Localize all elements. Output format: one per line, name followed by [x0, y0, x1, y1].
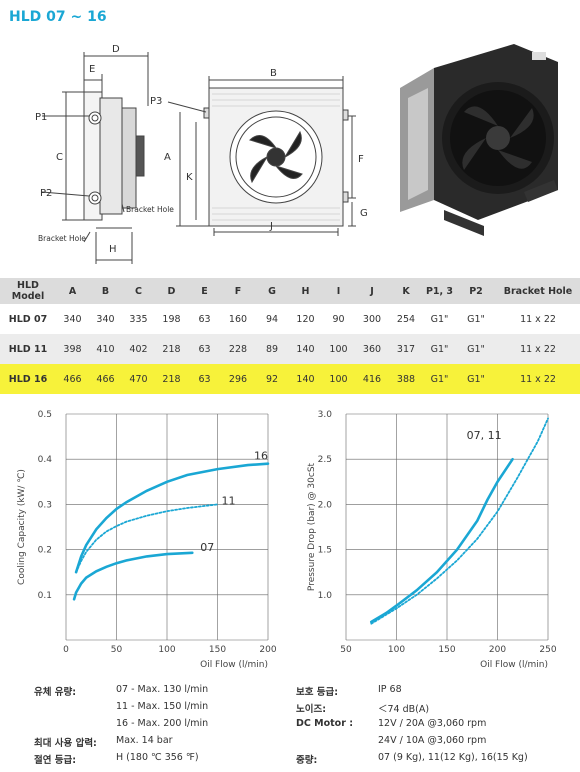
- y-tick-label: 0.3: [38, 500, 52, 510]
- series-line-11: [75, 503, 219, 574]
- column-header: G: [255, 278, 289, 304]
- series-label: 07: [200, 541, 214, 554]
- column-header: Bracket Hole: [496, 278, 580, 304]
- dimension-drawing: D E B P3 P1 C A K F P2 G J H Bracket Hol…: [35, 44, 368, 264]
- spec-value: Max. 14 bar: [116, 735, 173, 746]
- dim-e-label: E: [89, 64, 95, 75]
- series-label: 11: [222, 494, 236, 507]
- bracket-hole-label: Bracket Hole: [38, 234, 86, 243]
- column-header: H: [289, 278, 322, 304]
- column-header: P2: [456, 278, 496, 304]
- spec-label: 유체 유량:: [34, 687, 77, 698]
- dim-f-label: F: [358, 154, 364, 165]
- dim-j-label: J: [269, 221, 273, 232]
- x-axis-label: Oil Flow (l/min): [200, 660, 268, 670]
- x-tick-label: 50: [111, 645, 123, 655]
- spec-value: 12V / 20A @3,060 rpm: [378, 718, 487, 729]
- series-line-07: [72, 551, 194, 601]
- spec-label: 최대 사용 압력:: [34, 738, 97, 749]
- dim-d-label: D: [112, 44, 120, 55]
- dim-p3-label: P3: [150, 96, 162, 107]
- y-tick-label: 1.5: [318, 546, 332, 556]
- y-tick-label: 0.5: [38, 410, 52, 420]
- spec-label: DC Motor :: [296, 718, 354, 729]
- spec-value: ＜74 dB(A): [378, 704, 430, 715]
- spec-value: 07 (9 Kg), 11(12 Kg), 16(15 Kg): [378, 752, 528, 763]
- spec-value: 24V / 10A @3,060 rpm: [378, 735, 487, 746]
- dim-h-label: H: [109, 244, 117, 255]
- x-tick-label: 150: [209, 645, 226, 655]
- product-photo: [400, 44, 558, 236]
- column-header: D: [155, 278, 188, 304]
- x-tick-label: 50: [340, 645, 352, 655]
- series-line-07-11: [370, 457, 514, 624]
- dim-g-label: G: [360, 208, 368, 219]
- spec-value: IP 68: [378, 684, 402, 695]
- x-tick-label: 200: [489, 645, 506, 655]
- x-tick-label: 150: [438, 645, 455, 655]
- column-header: C: [122, 278, 155, 304]
- y-tick-label: 0.1: [38, 591, 52, 601]
- x-axis-label: Oil Flow (l/min): [480, 660, 548, 670]
- series-label: 07, 11: [467, 429, 502, 442]
- dim-c-label: C: [56, 152, 63, 163]
- series-line-16: [370, 417, 549, 625]
- spec-value: 11 - Max. 150 l/min: [116, 701, 209, 712]
- spec-label: 중량:: [296, 755, 318, 766]
- y-tick-label: 2.5: [318, 455, 332, 465]
- x-tick-label: 250: [539, 645, 556, 655]
- dim-a-label: A: [164, 152, 171, 163]
- y-tick-label: 2.0: [318, 500, 333, 510]
- bracket-hole-label: Bracket Hole: [126, 205, 174, 214]
- y-tick-label: 0.2: [38, 546, 52, 556]
- y-axis-label: Cooling Capacity (kW/ ℃): [17, 469, 27, 585]
- x-tick-label: 0: [63, 645, 69, 655]
- series-line-16: [74, 462, 270, 574]
- column-header: A: [56, 278, 89, 304]
- spec-label: 노이즈:: [296, 704, 327, 715]
- x-tick-label: 100: [388, 645, 405, 655]
- column-header: E: [188, 278, 221, 304]
- y-tick-label: 3.0: [318, 410, 333, 420]
- spec-label: 보호 등급:: [296, 687, 339, 698]
- column-header: J: [355, 278, 389, 304]
- spec-value: 16 - Max. 200 l/min: [116, 718, 209, 729]
- page-title: HLD 07 ~ 16: [9, 9, 107, 25]
- dim-p1-label: P1: [35, 112, 47, 123]
- column-header: I: [322, 278, 355, 304]
- y-tick-label: 0.4: [38, 455, 53, 465]
- column-header: B: [89, 278, 122, 304]
- series-label: 16: [254, 450, 268, 463]
- dim-k-label: K: [186, 172, 193, 183]
- spec-value: 07 - Max. 130 l/min: [116, 684, 209, 695]
- dim-p2-label: P2: [40, 188, 52, 199]
- y-axis-label: Pressure Drop (bar) @ 30cSt: [307, 462, 317, 591]
- column-header: K: [389, 278, 423, 304]
- spec-label: 절연 등급:: [34, 755, 77, 766]
- x-tick-label: 200: [259, 645, 276, 655]
- column-header: P1, 3: [423, 278, 456, 304]
- column-header: F: [221, 278, 255, 304]
- dim-b-label: B: [270, 68, 277, 79]
- y-tick-label: 1.0: [318, 591, 333, 601]
- spec-value: H (180 ℃ 356 ℉): [116, 752, 199, 763]
- x-tick-label: 100: [158, 645, 175, 655]
